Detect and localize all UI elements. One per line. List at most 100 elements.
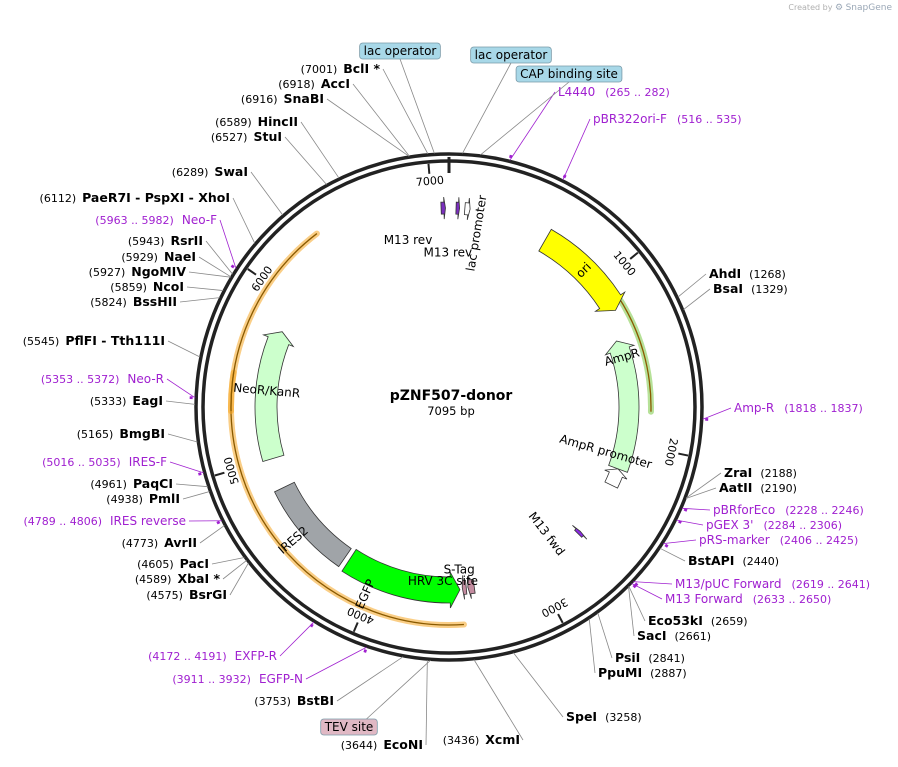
enzyme-site-econi[interactable]: EcoNI(3644) bbox=[341, 737, 423, 752]
boxed-feature-lac-operator[interactable]: lac operator bbox=[470, 46, 552, 64]
enzyme-position: (3436) bbox=[443, 734, 480, 747]
enzyme-site-zrai[interactable]: ZraI(2188) bbox=[724, 465, 797, 480]
primer-leader-line bbox=[219, 219, 237, 269]
enzyme-position: (6527) bbox=[211, 131, 248, 144]
enzyme-position: (5165) bbox=[77, 428, 114, 441]
primer-ires-reverse[interactable]: IRES reverse(4789 .. 4806) bbox=[23, 514, 221, 528]
primer-ires-f[interactable]: IRES-F(5016 .. 5035) bbox=[42, 455, 202, 476]
enzyme-site-ngomiv[interactable]: NgoMIV(5927) bbox=[89, 264, 187, 279]
enzyme-site-rsrii[interactable]: RsrII(5943) bbox=[128, 233, 203, 248]
primer-neo-f[interactable]: Neo-F(5963 .. 5982) bbox=[95, 213, 235, 269]
primer-m13-forward[interactable]: M13 Forward(2633 .. 2650) bbox=[632, 584, 832, 606]
enzyme-site-bstbi[interactable]: BstBI(3753) bbox=[254, 693, 334, 708]
primer-position: (2406 .. 2425) bbox=[780, 534, 859, 547]
enzyme-site-pmli[interactable]: PmlI(4938) bbox=[106, 491, 180, 506]
feature-ampr[interactable] bbox=[604, 340, 640, 473]
enzyme-site-saci[interactable]: SacI(2661) bbox=[637, 628, 711, 643]
enzyme-name: SnaBI bbox=[283, 91, 324, 106]
enzyme-site-eco53ki[interactable]: Eco53kI(2659) bbox=[648, 613, 747, 628]
enzyme-site-avrii[interactable]: AvrII(4773) bbox=[122, 535, 197, 550]
primer-egfp-n[interactable]: EGFP-N(3911 .. 3932) bbox=[172, 649, 367, 686]
enzyme-site-psii[interactable]: PsiI(2841) bbox=[615, 650, 685, 665]
feature-ires2[interactable] bbox=[274, 481, 352, 568]
enzyme-site-bmgbi[interactable]: BmgBI(5165) bbox=[77, 426, 165, 441]
enzyme-site-xcmi[interactable]: XcmI(3436) bbox=[443, 732, 520, 747]
enzyme-site-paer7i-pspxi-xhoi[interactable]: PaeR7I - PspXI - XhoI(6112) bbox=[40, 190, 230, 205]
primer-pgex-3[interactable]: pGEX 3'(2284 .. 2306) bbox=[678, 518, 842, 532]
enzyme-site-ncoi[interactable]: NcoI(5859) bbox=[110, 279, 184, 294]
enzyme-position: (5943) bbox=[128, 235, 165, 248]
enzyme-site-eagi[interactable]: EagI(5333) bbox=[90, 393, 163, 408]
enzyme-site-bsrgi[interactable]: BsrGI(4575) bbox=[146, 587, 227, 602]
primer-l4440[interactable]: L4440(265 .. 282) bbox=[509, 85, 670, 159]
enzyme-leader-line bbox=[175, 483, 208, 488]
feature-label: M13 fwd bbox=[526, 509, 568, 558]
feature-hrv-3c-site[interactable] bbox=[461, 575, 468, 600]
enzyme-site-bsshii[interactable]: BssHII(5824) bbox=[90, 294, 177, 309]
primer-m13-puc-forward[interactable]: M13/pUC Forward(2619 .. 2641) bbox=[634, 577, 870, 591]
enzyme-name: AvrII bbox=[164, 535, 197, 550]
enzyme-site-xbai[interactable]: XbaI * (4589) bbox=[135, 571, 221, 586]
enzyme-leader-line bbox=[198, 256, 232, 278]
feature-ampr-promoter[interactable] bbox=[604, 468, 628, 489]
enzyme-leader-line bbox=[167, 340, 201, 358]
enzyme-site-naei[interactable]: NaeI(5929) bbox=[121, 249, 196, 264]
feature-ori[interactable] bbox=[538, 228, 626, 312]
primer-mark bbox=[198, 472, 202, 476]
enzyme-site-hincii[interactable]: HincII(6589) bbox=[215, 114, 298, 129]
enzyme-name: XbaI * bbox=[177, 571, 220, 586]
boxed-feature-cap-binding-site[interactable]: CAP binding site bbox=[515, 65, 623, 83]
enzyme-site-bcli[interactable]: BclI *(7001) bbox=[301, 61, 381, 76]
primer-amp-r[interactable]: Amp-R(1818 .. 1837) bbox=[705, 401, 863, 421]
feature-m13-rev[interactable] bbox=[440, 197, 446, 220]
enzyme-name: HincII bbox=[258, 114, 298, 129]
enzyme-site-aatii[interactable]: AatII(2190) bbox=[719, 480, 797, 495]
feature-s-tag[interactable] bbox=[467, 574, 476, 599]
primer-prs-marker[interactable]: pRS-marker(2406 .. 2425) bbox=[664, 533, 859, 548]
boxed-feature-label: TEV site bbox=[324, 720, 374, 734]
ruler-tick bbox=[247, 268, 257, 276]
enzyme-site-paqci[interactable]: PaqCI(4961) bbox=[90, 476, 173, 491]
primer-exfp-r[interactable]: EXFP-R(4172 .. 4191) bbox=[148, 623, 314, 663]
enzyme-site-snabi[interactable]: SnaBI(6916) bbox=[241, 91, 324, 106]
primer-neo-r[interactable]: Neo-R(5353 .. 5372) bbox=[41, 372, 193, 400]
boxed-feature-lac-operator[interactable]: lac operator bbox=[359, 42, 441, 60]
enzyme-site-ahdi[interactable]: AhdI(1268) bbox=[709, 266, 786, 281]
enzyme-site-spei[interactable]: SpeI(3258) bbox=[566, 709, 642, 724]
primer-position: (4789 .. 4806) bbox=[23, 515, 102, 528]
enzyme-leader-line bbox=[211, 557, 245, 565]
enzyme-site-paci[interactable]: PacI(4605) bbox=[137, 556, 209, 571]
enzyme-site-swai[interactable]: SwaI(6289) bbox=[172, 164, 248, 179]
boxed-feature-tev-site[interactable]: TEV site bbox=[320, 718, 378, 736]
primer-position: (2633 .. 2650) bbox=[753, 593, 832, 606]
feature-egfp[interactable] bbox=[341, 548, 461, 609]
enzyme-site-bstapi[interactable]: BstAPI(2440) bbox=[688, 553, 779, 568]
ruler-tick bbox=[214, 471, 225, 477]
enzyme-position: (4589) bbox=[135, 573, 172, 586]
enzyme-name: AatII bbox=[719, 480, 752, 495]
enzyme-site-pflfi-tth111i[interactable]: PflFI - Tth111I(5545) bbox=[23, 333, 165, 348]
feature-lac-promoter[interactable] bbox=[463, 197, 471, 220]
enzyme-site-stui[interactable]: StuI(6527) bbox=[211, 129, 282, 144]
enzyme-site-bsai[interactable]: BsaI(1329) bbox=[713, 281, 788, 296]
enzyme-position: (5333) bbox=[90, 395, 127, 408]
ruler-tick-label: 7000 bbox=[415, 174, 444, 189]
primer-pbr322ori-f[interactable]: pBR322ori-F(516 .. 535) bbox=[562, 112, 742, 179]
primer-mark bbox=[309, 623, 314, 628]
primer-leader-line bbox=[166, 378, 196, 399]
ruler-tick bbox=[557, 613, 564, 624]
enzyme-leader-line bbox=[186, 286, 224, 291]
ruler-tick-label: 1000 bbox=[610, 249, 638, 279]
feature-m13-fwd[interactable] bbox=[572, 525, 588, 540]
enzyme-site-acci[interactable]: AccI(6918) bbox=[278, 76, 350, 91]
enzyme-leader-line bbox=[473, 659, 524, 741]
primer-pbrforeco[interactable]: pBRforEco(2228 .. 2246) bbox=[683, 503, 864, 517]
primer-name: EGFP-N bbox=[259, 672, 303, 686]
enzyme-site-ppumi[interactable]: PpuMI(2887) bbox=[598, 665, 687, 680]
enzyme-leader-line bbox=[677, 273, 707, 298]
enzyme-position: (5545) bbox=[23, 335, 60, 348]
feature-m13-rev-2[interactable] bbox=[455, 197, 460, 220]
plasmid-length: 7095 bp bbox=[427, 404, 475, 418]
feature-neor-kanr[interactable] bbox=[254, 331, 295, 462]
